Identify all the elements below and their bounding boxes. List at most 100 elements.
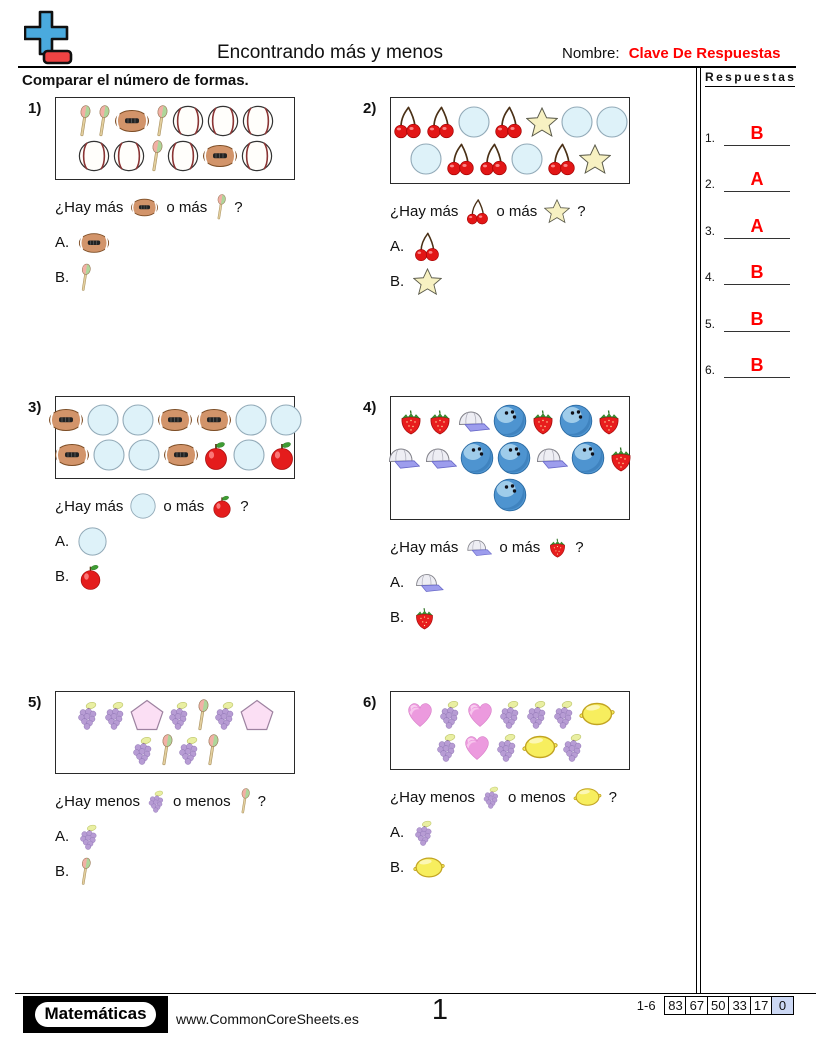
circle-icon [87, 404, 119, 436]
cherries-icon [493, 105, 523, 139]
football-icon [163, 443, 199, 467]
circle-icon [130, 493, 156, 519]
spoon-icon [153, 105, 169, 137]
strawberry-icon [413, 605, 436, 630]
shape-row [49, 404, 302, 436]
cap-icon [386, 445, 420, 471]
baseball-icon [242, 105, 274, 137]
lemon-icon [413, 855, 445, 880]
heart-icon [405, 700, 435, 728]
instruction-text: Comparar el número de formas. [22, 72, 249, 89]
problem-2: 2) ¿Hay más o más ?A. B. [363, 97, 683, 297]
circle-icon [510, 143, 543, 175]
cherries-icon [546, 142, 576, 176]
spoon-icon [158, 734, 174, 766]
option-b: B. [390, 266, 683, 297]
question-middle: o más [163, 497, 205, 515]
answer-value: B [724, 124, 790, 146]
question: ¿Hay más o más ? [390, 195, 683, 227]
circle-icon [233, 439, 265, 471]
strawberry-icon [547, 536, 568, 558]
grapes-icon [498, 699, 522, 729]
website-url: www.CommonCoreSheets.es [176, 1011, 359, 1027]
answer-number: 3. [705, 223, 716, 238]
football-icon [196, 408, 232, 432]
option-label: A. [390, 574, 405, 591]
baseball-icon [207, 105, 239, 137]
star-icon [526, 106, 558, 138]
question-middle: o más [499, 538, 541, 556]
shape-row [394, 142, 626, 176]
problem-number: 4) [363, 399, 377, 416]
shape-row [394, 105, 628, 139]
page-number: 1 [431, 994, 449, 1026]
shape-box [55, 691, 295, 774]
shape-box [55, 97, 295, 180]
score-cell: 17 [749, 996, 773, 1015]
football-icon [130, 198, 159, 217]
answer-item-1: 1.B [705, 99, 797, 146]
option-b: B. [55, 856, 348, 887]
answer-item-2: 2.A [705, 146, 797, 192]
question-prefix: ¿Hay más [390, 202, 459, 220]
answer-number: 2. [705, 177, 716, 191]
question-middle: o más [166, 198, 208, 216]
answer-item-4: 4.B [705, 239, 797, 285]
question-middle: o menos [508, 788, 566, 806]
football-icon [114, 109, 150, 133]
cherries-icon [445, 142, 475, 176]
bowling-ball-icon [493, 404, 527, 438]
star-icon [578, 143, 611, 175]
lemon-icon [579, 700, 615, 728]
question: ¿Hay más o más ? [55, 191, 348, 223]
problem-1: 1) ¿Hay más o más ?A. B. [28, 97, 348, 293]
question-prefix: ¿Hay más [55, 497, 124, 515]
spoon-icon [238, 788, 251, 814]
score-cell: 33 [728, 996, 752, 1015]
question-middle: o menos [173, 792, 231, 810]
option-a: A. [390, 231, 683, 262]
lemon-icon [573, 786, 602, 808]
problem-6: 6) ¿Hay menos o menos ?A. B. [363, 691, 683, 883]
bowling-ball-icon [497, 441, 531, 475]
question: ¿Hay menos o menos ? [390, 781, 683, 813]
bowling-ball-icon [460, 441, 494, 475]
football-icon [202, 144, 238, 168]
cherries-icon [478, 142, 508, 176]
spoon-icon [78, 857, 92, 886]
circle-icon [270, 404, 302, 436]
problem-3: 3) ¿Hay más o más ?A. B. [28, 396, 348, 592]
bowling-ball-icon [559, 404, 593, 438]
problem-5: 5) ¿Hay menos o menos ?A. B. [28, 691, 348, 887]
baseball-icon [78, 140, 110, 172]
cherries-icon [413, 231, 440, 262]
shape-row [388, 441, 631, 475]
grapes-icon [167, 700, 191, 730]
option-label: B. [55, 863, 70, 880]
football-icon [157, 408, 193, 432]
baseball-icon [241, 140, 273, 172]
heart-icon [462, 733, 492, 761]
grapes-icon [177, 735, 201, 765]
cap-icon [456, 408, 490, 434]
question-mark: ? [240, 497, 249, 515]
strawberry-icon [530, 407, 556, 435]
spoon-icon [148, 140, 164, 172]
circle-icon [122, 404, 154, 436]
shape-box [390, 97, 630, 184]
question-mark: ? [577, 202, 586, 220]
option-label: B. [390, 273, 405, 290]
football-icon [78, 232, 110, 254]
option-label: B. [55, 568, 70, 585]
apple-icon [268, 440, 296, 470]
grapes-icon [413, 819, 435, 846]
question-mark: ? [257, 792, 266, 810]
spoon-icon [78, 263, 92, 292]
answer-number: 5. [705, 316, 716, 331]
name-row: Nombre: Clave De Respuestas [562, 45, 780, 62]
grapes-icon [525, 699, 549, 729]
question-mark: ? [575, 538, 584, 556]
